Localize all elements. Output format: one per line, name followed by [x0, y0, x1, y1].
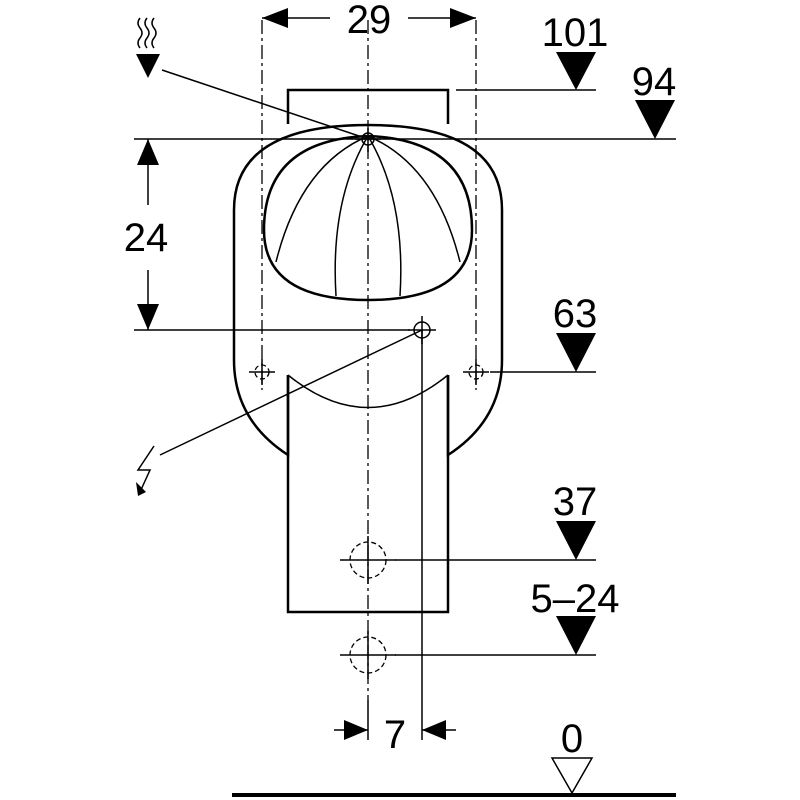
urinal-body — [232, 88, 504, 614]
drain-crosshair-lower — [340, 631, 396, 679]
level-marker-63: 63 — [553, 292, 598, 372]
offset-dimension: 7 — [334, 700, 456, 757]
dome-line-left — [275, 135, 369, 263]
electric-leader-line — [159, 329, 423, 456]
height-dimension: 24 — [124, 139, 169, 330]
left-mount-crosshair — [249, 359, 275, 385]
dome-line-right — [367, 135, 461, 263]
level-label-63: 63 — [553, 292, 598, 336]
height-label: 24 — [124, 216, 169, 260]
offset-label: 7 — [384, 713, 406, 757]
level-marker-0: 0 — [550, 717, 594, 795]
level-label-101: 101 — [542, 11, 609, 55]
dome-line-mid-left — [334, 135, 369, 297]
level-marker-101: 101 — [542, 11, 609, 90]
level-lines — [134, 89, 676, 797]
right-mount-crosshair — [463, 359, 489, 385]
level-label-37: 37 — [553, 480, 598, 524]
connection-points — [249, 128, 489, 679]
level-marker-37: 37 — [553, 480, 598, 560]
water-supply-icon — [136, 17, 160, 78]
bowl-rim — [262, 134, 474, 302]
level-label-5-24: 5–24 — [531, 577, 620, 621]
drain-crosshair-upper — [340, 536, 396, 584]
width-label: 29 — [347, 0, 392, 42]
width-dimension: 29 — [262, 0, 476, 42]
level-marker-5-24: 5–24 — [531, 577, 620, 655]
level-marker-94: 94 — [632, 60, 677, 139]
electrical-icon — [136, 445, 155, 496]
dome-line-mid-right — [367, 135, 402, 297]
trap-housing — [286, 375, 450, 614]
water-leader-line — [161, 69, 369, 140]
level-label-94: 94 — [632, 60, 677, 104]
level-label-0: 0 — [561, 717, 583, 761]
